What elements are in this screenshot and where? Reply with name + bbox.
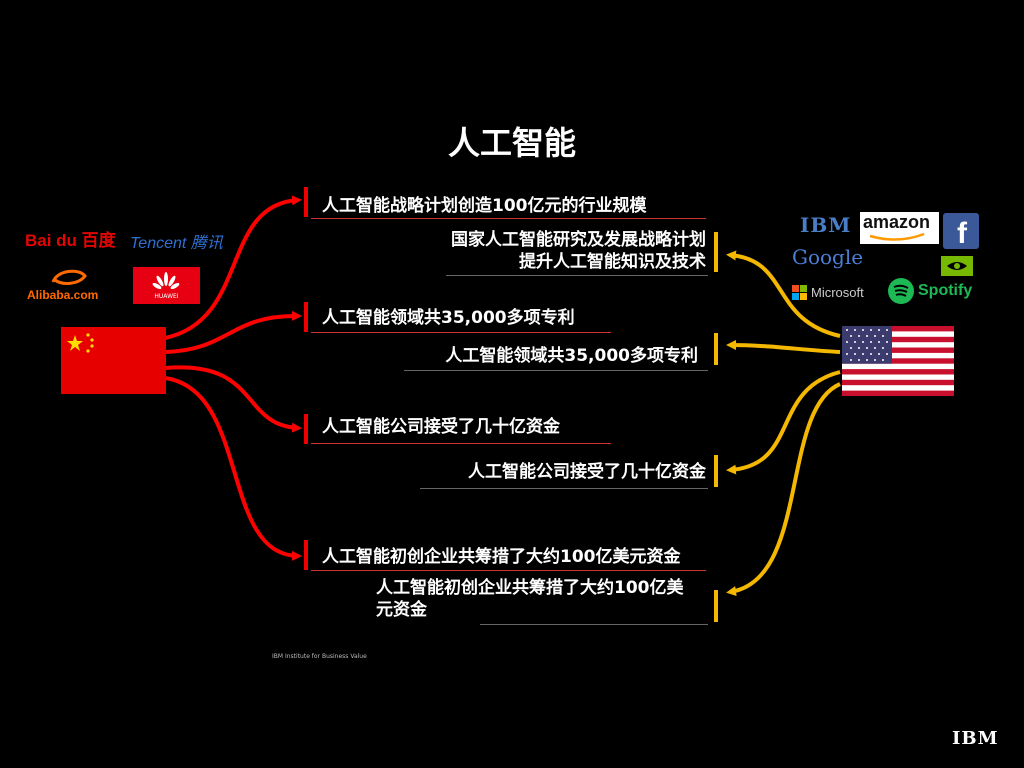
microsoft-logo: Microsoft: [792, 283, 877, 303]
usa-arrow-1: [726, 250, 841, 338]
china-arrow-3: [164, 365, 302, 433]
usa-marker-3: [714, 455, 718, 487]
facebook-logo: f: [943, 213, 979, 250]
china-marker-1: [304, 187, 308, 217]
spotify-logo: Spotify: [887, 277, 987, 307]
huawei-logo-text: HUAWEI: [154, 293, 179, 300]
china-marker-2: [304, 302, 308, 332]
china-underline-4: [311, 570, 706, 571]
huawei-petal-icon: [152, 272, 180, 290]
ibm-logo-text: IBM: [800, 213, 852, 237]
usa-underline-3: [420, 488, 708, 489]
usa-marker-2: [714, 333, 718, 365]
china-arrow-4: [164, 376, 302, 561]
google-logo: Google: [792, 245, 863, 269]
usa-underline-1: [446, 275, 708, 276]
amazon-smile-icon: [869, 232, 925, 241]
alibaba-logo: Alibaba.com: [27, 268, 117, 304]
usa-statement-1: 国家人工智能研究及发展战略计划提升人工智能知识及技术: [451, 230, 706, 272]
china-underline-3: [311, 443, 611, 444]
tencent-logo-text: Tencent 腾讯: [130, 235, 223, 252]
alibaba-smile-icon: [51, 269, 87, 285]
china-underline-1: [311, 218, 706, 219]
baidu-logo-text: Bai du 百度: [25, 231, 116, 250]
google-logo-text: Google: [792, 245, 864, 269]
china-statement-4: 人工智能初创企业共筹措了大约100亿美元资金: [322, 547, 681, 567]
usa-arrow-3: [726, 370, 841, 475]
alibaba-logo-text: Alibaba.com: [27, 288, 99, 302]
usa-statement-3: 人工智能公司接受了几十亿资金: [468, 462, 706, 482]
amazon-logo-text: amazon: [863, 212, 931, 232]
slide-title: 人工智能: [447, 124, 576, 162]
usa-statement-2: 人工智能领域共35,000多项专利: [445, 346, 698, 366]
china-underline-2: [311, 332, 611, 333]
amazon-logo: amazon: [860, 212, 939, 244]
usa-marker-1: [714, 232, 718, 272]
china-flag: [61, 327, 166, 394]
flag-stars-icon: [67, 333, 94, 353]
usa-flag: [842, 326, 954, 396]
nvidia-logo: [941, 256, 973, 276]
tencent-logo: Tencent 腾讯: [130, 229, 223, 253]
usa-marker-4: [714, 590, 718, 622]
ibm-logo: IBM: [800, 213, 851, 237]
spotify-logo-text: Spotify: [918, 282, 973, 299]
china-arrow-2: [164, 310, 302, 354]
usa-underline-4: [480, 624, 708, 625]
china-statement-2: 人工智能领域共35,000多项专利: [322, 308, 575, 328]
facebook-logo-text: f: [957, 217, 967, 250]
microsoft-logo-text: Microsoft: [811, 285, 864, 300]
source-credit: IBM Institute for Business Value: [272, 653, 367, 660]
usa-statement-4: 人工智能初创企业共筹措了大约100亿美元资金: [376, 578, 684, 620]
ibm-brand-mark: IBM: [952, 728, 999, 749]
baidu-logo: Bai du 百度: [25, 226, 116, 251]
microsoft-windows-icon: [792, 285, 807, 300]
china-statement-3: 人工智能公司接受了几十亿资金: [322, 417, 560, 437]
usa-underline-2: [404, 370, 708, 371]
spotify-icon: [888, 278, 914, 304]
china-statement-1: 人工智能战略计划创造100亿元的行业规模: [322, 196, 647, 216]
nvidia-eye-icon: [947, 262, 967, 270]
usa-arrow-2: [726, 340, 841, 354]
huawei-logo: HUAWEI: [133, 267, 200, 304]
china-marker-3: [304, 414, 308, 444]
china-arrow-1: [164, 195, 302, 340]
usa-flag-icon: [842, 326, 954, 396]
china-marker-4: [304, 540, 308, 570]
usa-arrow-4: [726, 382, 841, 597]
